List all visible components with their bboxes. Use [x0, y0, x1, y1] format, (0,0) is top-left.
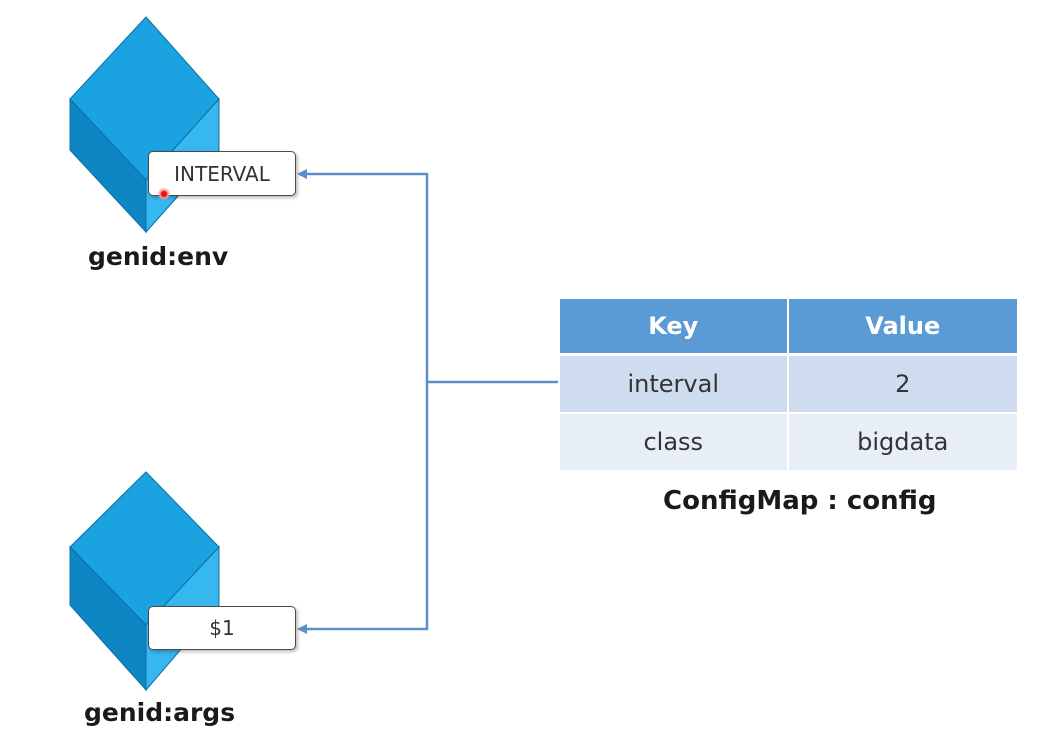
cursor-pointer-icon	[158, 188, 170, 200]
table-header-row: Key Value	[560, 299, 1017, 356]
row-value: bigdata	[788, 414, 1017, 472]
container-cube-env	[69, 16, 220, 234]
header-value: Value	[788, 299, 1017, 356]
connector-to-args	[297, 382, 429, 634]
env-variable-label: INTERVAL	[148, 151, 296, 196]
args-variable-label: $1	[148, 606, 296, 650]
row-key: class	[560, 414, 789, 472]
configmap-table: Key Value interval 2 class bigdata	[560, 299, 1017, 472]
container-cube-args	[69, 471, 220, 692]
table-row: interval 2	[560, 356, 1017, 414]
container-name-env: genid:env	[88, 242, 229, 271]
header-key: Key	[560, 299, 789, 356]
row-key: interval	[560, 356, 789, 414]
table-row: class bigdata	[560, 414, 1017, 472]
connector-to-env	[297, 169, 558, 384]
row-value: 2	[788, 356, 1017, 414]
configmap-caption: ConfigMap : config	[663, 486, 937, 516]
connector-lines	[297, 169, 558, 634]
container-name-args: genid:args	[84, 698, 236, 727]
